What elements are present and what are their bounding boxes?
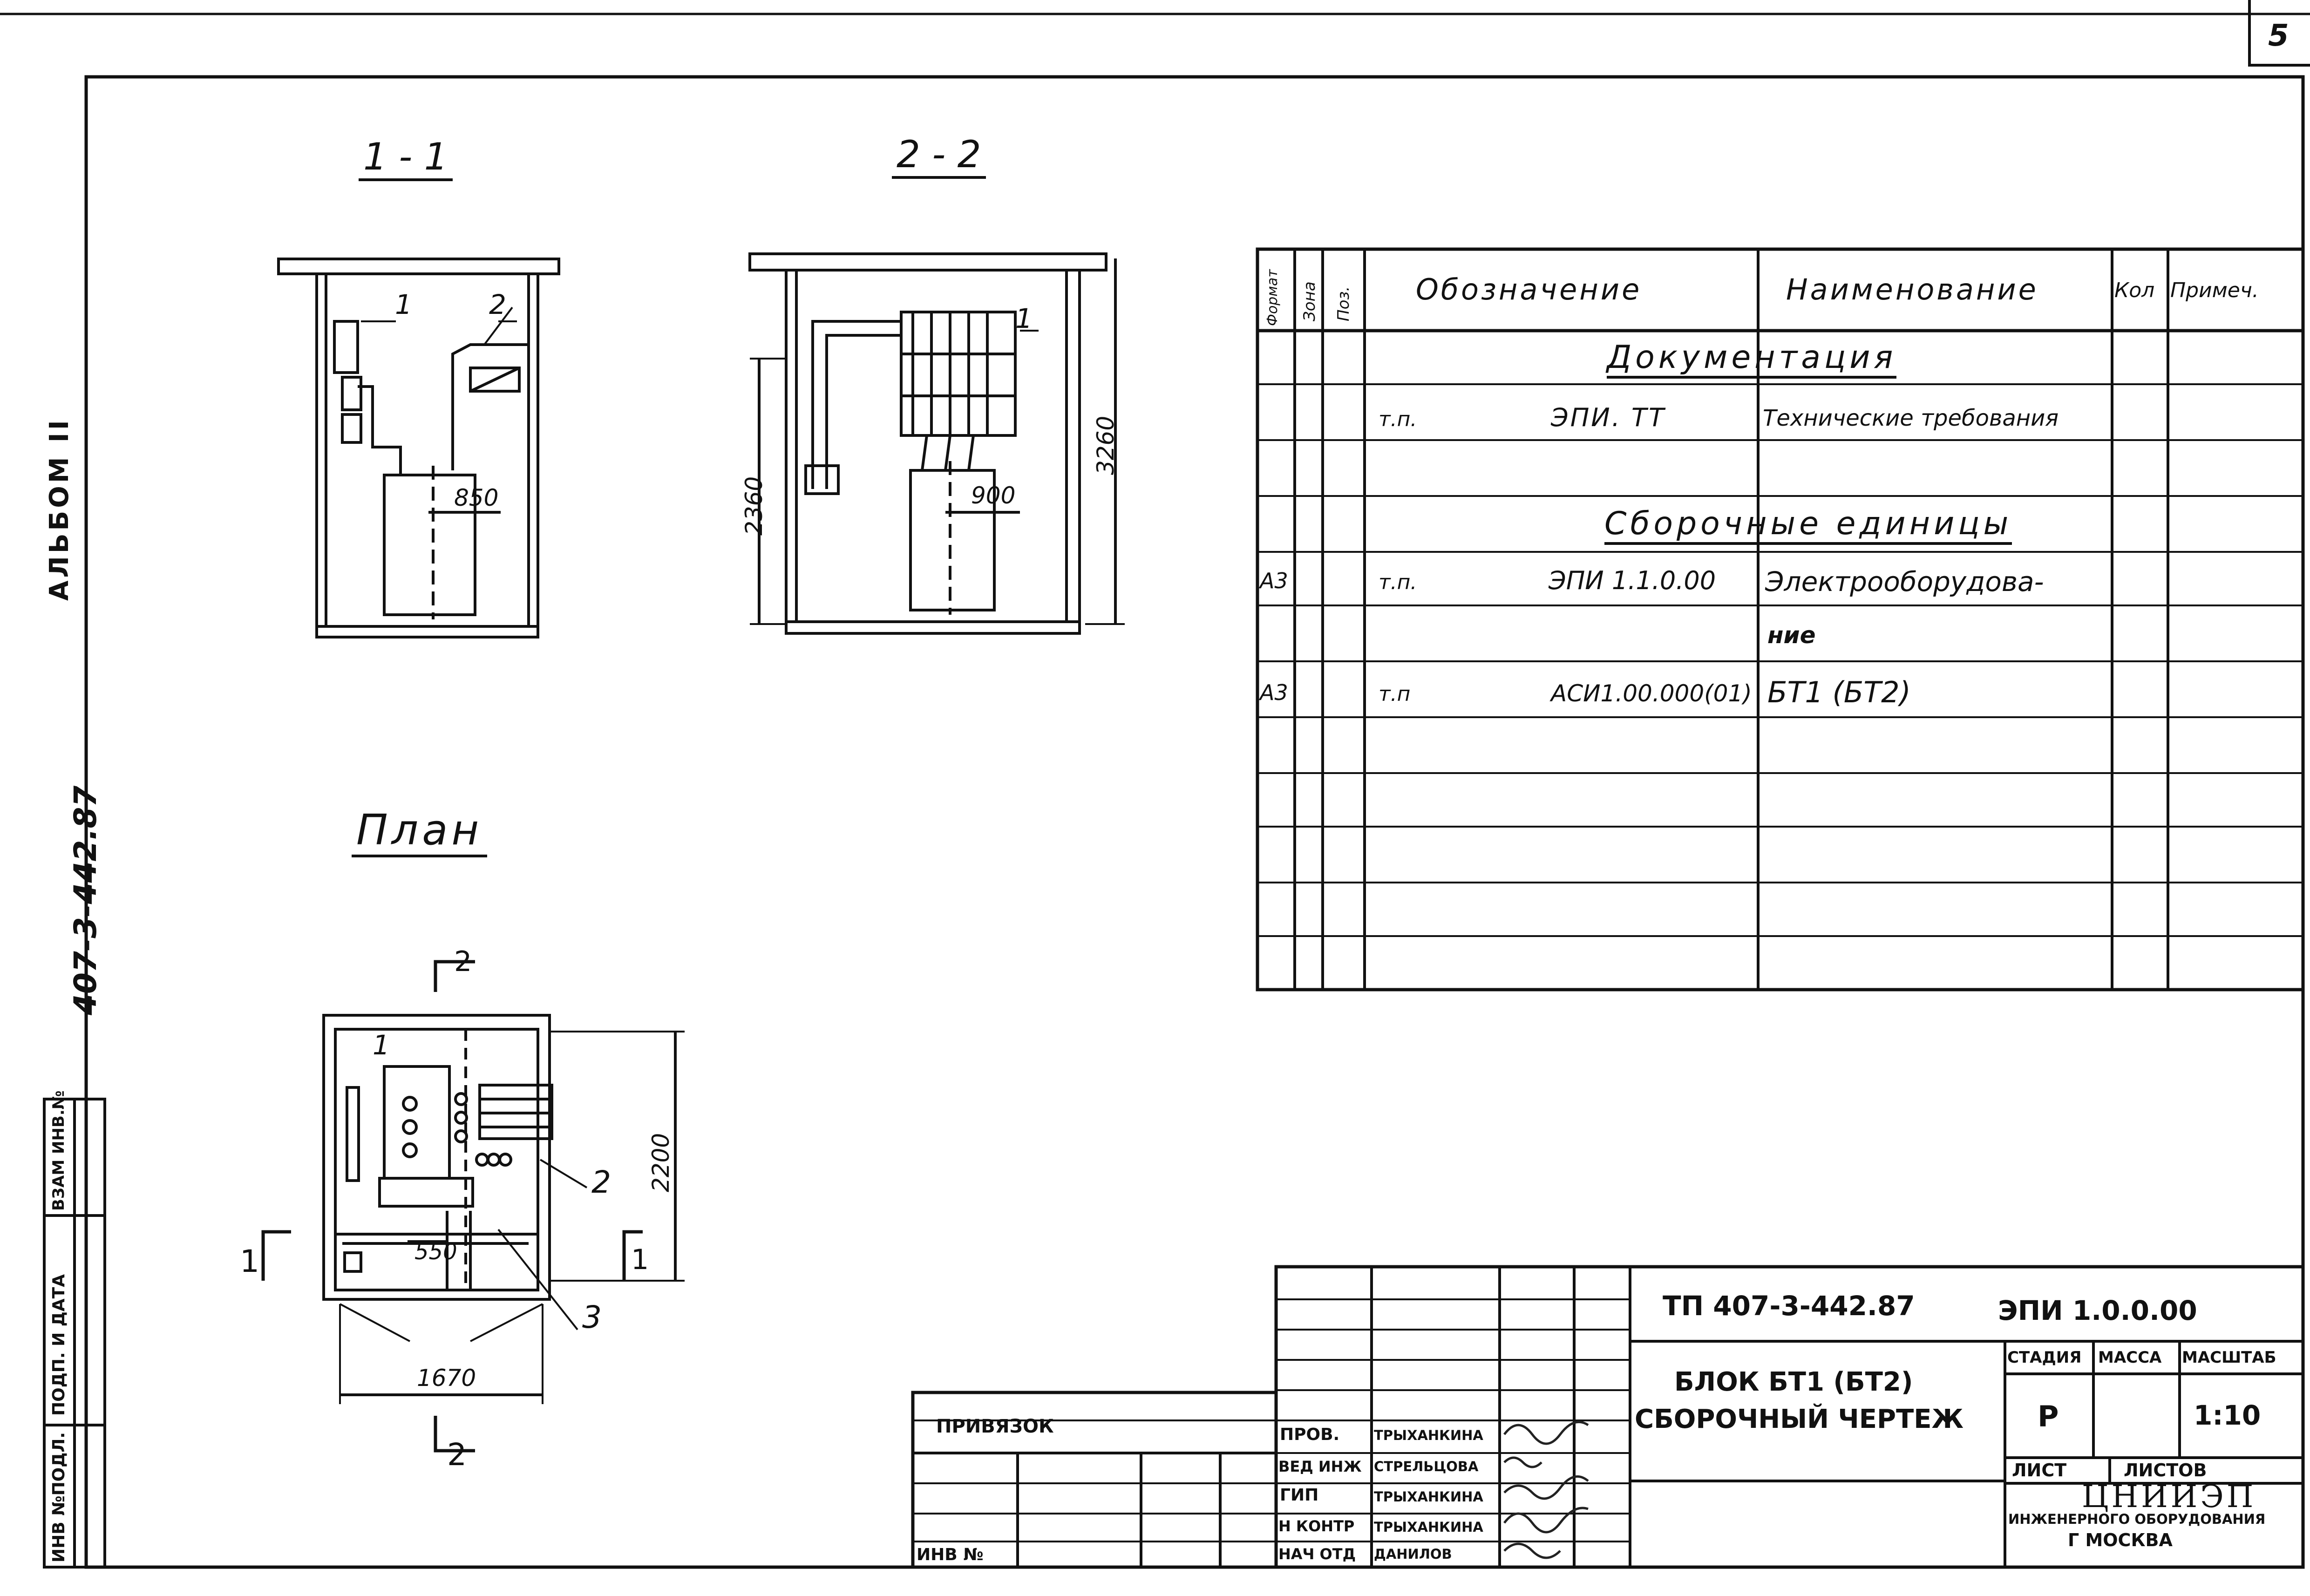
s2-dim-900: 900 (971, 482, 1016, 509)
row3-format: А3 (1260, 680, 1288, 705)
col-qty: Кол (2114, 278, 2155, 302)
row1-name: Технические требования (1763, 405, 2059, 431)
col-note: Примеч. (2170, 278, 2259, 302)
section-documentation: Документация (1607, 339, 1897, 379)
s2-dim-3260: 3260 (1092, 415, 1119, 475)
row2-designation: ЭПИ 1.1.0.00 (1549, 566, 1716, 595)
sig-role-1: ПРОВ. (1280, 1425, 1340, 1444)
row2-name-cont: ние (1767, 622, 1816, 649)
cut-mark-2-top: 2 (454, 945, 472, 978)
org-city: Г МОСКВА (2068, 1530, 2173, 1550)
plan-callout-1: 1 (373, 1029, 390, 1061)
album-label: АЛЬБОМ II (44, 417, 75, 601)
inv-no-label: ИНВ № (917, 1545, 984, 1564)
org-name: ЦНИИЭП (2082, 1479, 2256, 1515)
s2-callout-1: 1 (1015, 303, 1033, 334)
plan-dim-1670: 1670 (417, 1365, 476, 1392)
org-sub: ИНЖЕНЕРНОГО ОБОРУДОВАНИЯ (2008, 1511, 2266, 1527)
col-format: Формат (1264, 269, 1281, 326)
sheets-label: ЛИСТОВ (2124, 1460, 2207, 1481)
row3-designation: АСИ1.00.000(01) (1551, 680, 1752, 707)
stamp-podp-data: ПОДП. И ДАТА (49, 1274, 68, 1416)
cut-mark-1-right: 1 (631, 1243, 649, 1276)
plan-callout-3: 3 (582, 1299, 602, 1335)
plan-dim-550: 550 (414, 1239, 457, 1265)
row2-prefix: т.п. (1379, 570, 1417, 594)
privyazok-label: ПРИВЯЗОК (936, 1416, 1054, 1437)
sig-name-2: СТРЕЛЬЦОВА (1374, 1459, 1479, 1474)
sig-role-3: ГИП (1280, 1486, 1319, 1505)
sheet-number: 5 (2268, 19, 2289, 53)
section-1-title: 1 - 1 (359, 135, 453, 181)
col-mass: МАССА (2098, 1348, 2162, 1367)
sig-name-3: ТРЫХАНКИНА (1374, 1489, 1483, 1505)
title-line-2: СБОРОЧНЫЙ ЧЕРТЕЖ (1635, 1404, 1964, 1434)
cut-mark-2-bottom: 2 (447, 1437, 467, 1473)
doc-code: ЭПИ 1.0.0.00 (1998, 1295, 2197, 1326)
row1-designation: ЭПИ. ТТ (1551, 403, 1666, 432)
s1-dim-850: 850 (454, 484, 499, 511)
col-name: Наименование (1786, 272, 2038, 306)
row2-format: А3 (1260, 568, 1288, 593)
col-pos: Поз. (1334, 286, 1353, 321)
s2-dim-2360: 2360 (741, 476, 768, 536)
album-code: 407-3-442.87 (68, 785, 103, 1015)
sig-name-4: ТРЫХАНКИНА (1374, 1519, 1483, 1535)
project-code: ТП 407-3-442.87 (1663, 1290, 1915, 1322)
col-scale: МАСШТАБ (2182, 1348, 2276, 1367)
s1-callout-1: 1 (395, 289, 412, 320)
col-stage: СТАДИЯ (2007, 1348, 2082, 1367)
sheet-label: ЛИСТ (2012, 1460, 2067, 1481)
row3-prefix: т.п (1379, 682, 1411, 706)
row1-prefix: т.п. (1379, 407, 1417, 431)
sig-role-5: НАЧ ОТД (1278, 1545, 1356, 1563)
sig-name-5: ДАНИЛОВ (1374, 1546, 1452, 1562)
s1-callout-2: 2 (489, 289, 506, 320)
scale-value: 1:10 (2194, 1399, 2261, 1431)
row3-name: БТ1 (БТ2) (1767, 675, 1911, 709)
stamp-inv-podl: ИНВ №ПОДЛ. (49, 1432, 68, 1562)
plan-dim-2200: 2200 (647, 1133, 674, 1192)
sig-name-1: ТРЫХАНКИНА (1374, 1427, 1483, 1443)
sig-role-4: Н КОНТР (1278, 1517, 1355, 1535)
title-line-1: БЛОК БТ1 (БТ2) (1674, 1367, 1913, 1397)
sig-role-2: ВЕД ИНЖ (1278, 1458, 1362, 1475)
row2-name: Электрооборудова- (1765, 566, 2044, 598)
section-assembly-units: Сборочные единицы (1604, 505, 2012, 545)
section-2-title: 2 - 2 (892, 133, 986, 179)
stamp-vzam-inv: ВЗАМ ИНВ.№ (49, 1090, 68, 1211)
col-zone: Зона (1300, 281, 1319, 321)
plan-callout-2: 2 (591, 1164, 611, 1200)
stage-value: Р (2038, 1399, 2059, 1433)
col-designation: Обозначение (1416, 272, 1642, 306)
plan-title: План (352, 806, 488, 857)
cut-mark-1-left: 1 (240, 1243, 259, 1279)
